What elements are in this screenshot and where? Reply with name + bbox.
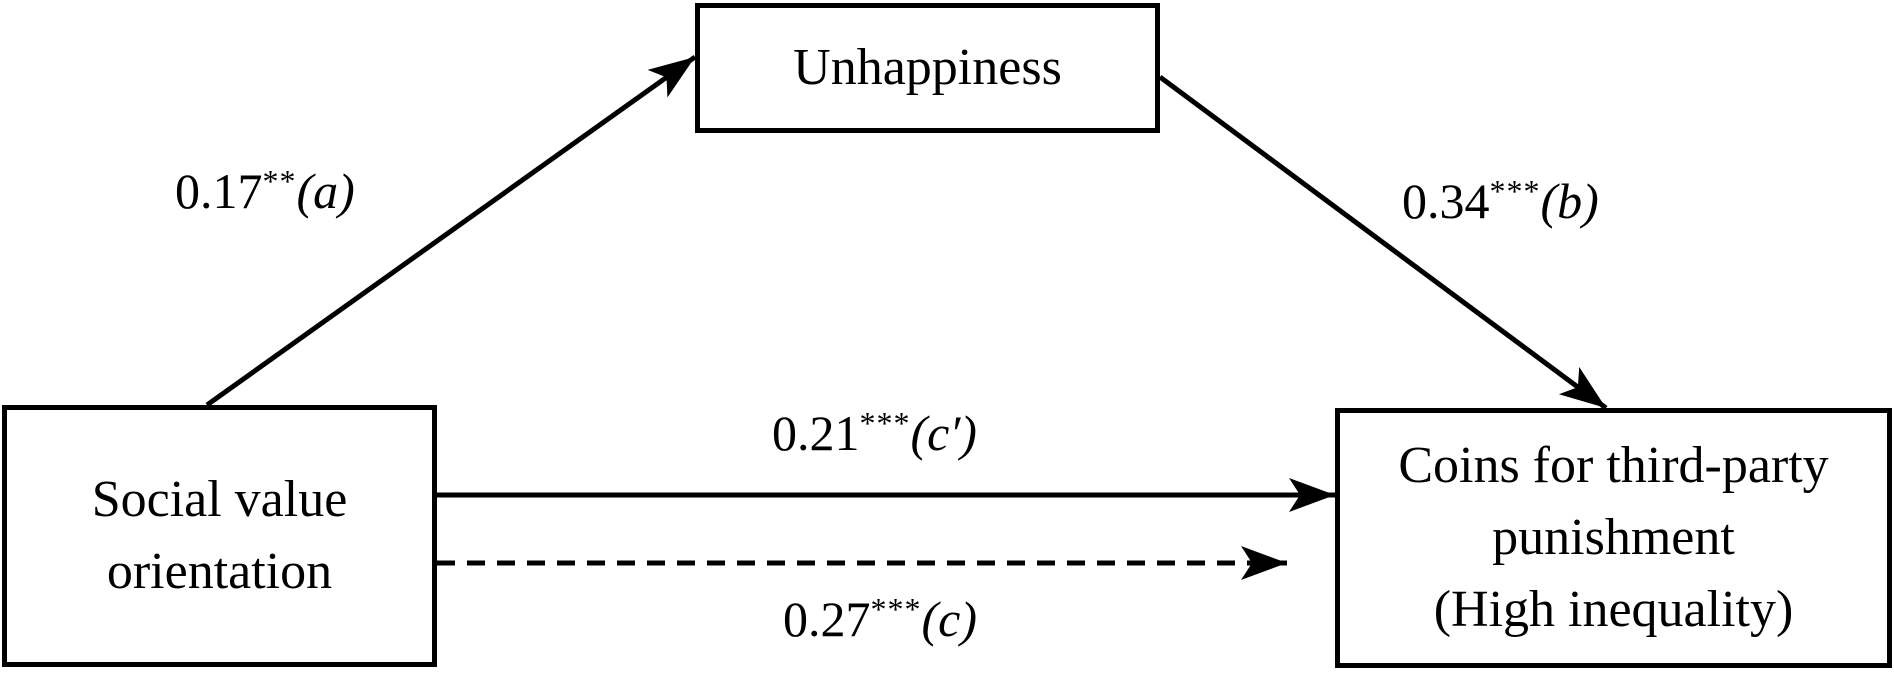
path-a-coefficient: 0.17 (175, 163, 263, 219)
path-a-significance-stars: ** (262, 163, 297, 199)
node-outcome-label-line2: punishment (1492, 509, 1735, 567)
node-predictor-social-value-orientation: Social value orientation (2, 405, 437, 667)
path-c-prime-significance-stars: *** (859, 405, 911, 441)
path-c-prime-letter: (c′) (910, 405, 977, 461)
path-c-letter: (c) (921, 591, 978, 647)
path-c-prime-coefficient-label: 0.21***(c′) (772, 405, 977, 461)
path-a-arrow (205, 54, 697, 408)
path-c-prime-coefficient: 0.21 (772, 405, 860, 461)
path-c-coefficient: 0.27 (783, 591, 871, 647)
path-b-letter: (b) (1540, 173, 1599, 229)
node-predictor-label-line1: Social value (91, 471, 348, 529)
path-b-coefficient-label: 0.34***(b) (1402, 173, 1599, 229)
path-c-significance-stars: *** (870, 591, 922, 627)
path-b-arrow (1158, 74, 1608, 411)
path-a-coefficient-label: 0.17**(a) (175, 163, 355, 219)
node-outcome-label-line1: Coins for third-party (1398, 437, 1829, 495)
node-mediator-label: Unhappiness (793, 39, 1062, 97)
path-c-coefficient-label: 0.27***(c) (783, 591, 978, 647)
node-mediator-unhappiness: Unhappiness (695, 3, 1160, 133)
path-b-significance-stars: *** (1489, 173, 1541, 209)
node-outcome-coins-third-party-punishment: Coins for third-party punishment (High i… (1335, 408, 1892, 668)
node-predictor-label-line2: orientation (106, 543, 333, 600)
path-a-letter: (a) (296, 163, 355, 219)
node-outcome-label-line3: (High inequality) (1433, 580, 1794, 638)
path-b-coefficient: 0.34 (1402, 173, 1490, 229)
